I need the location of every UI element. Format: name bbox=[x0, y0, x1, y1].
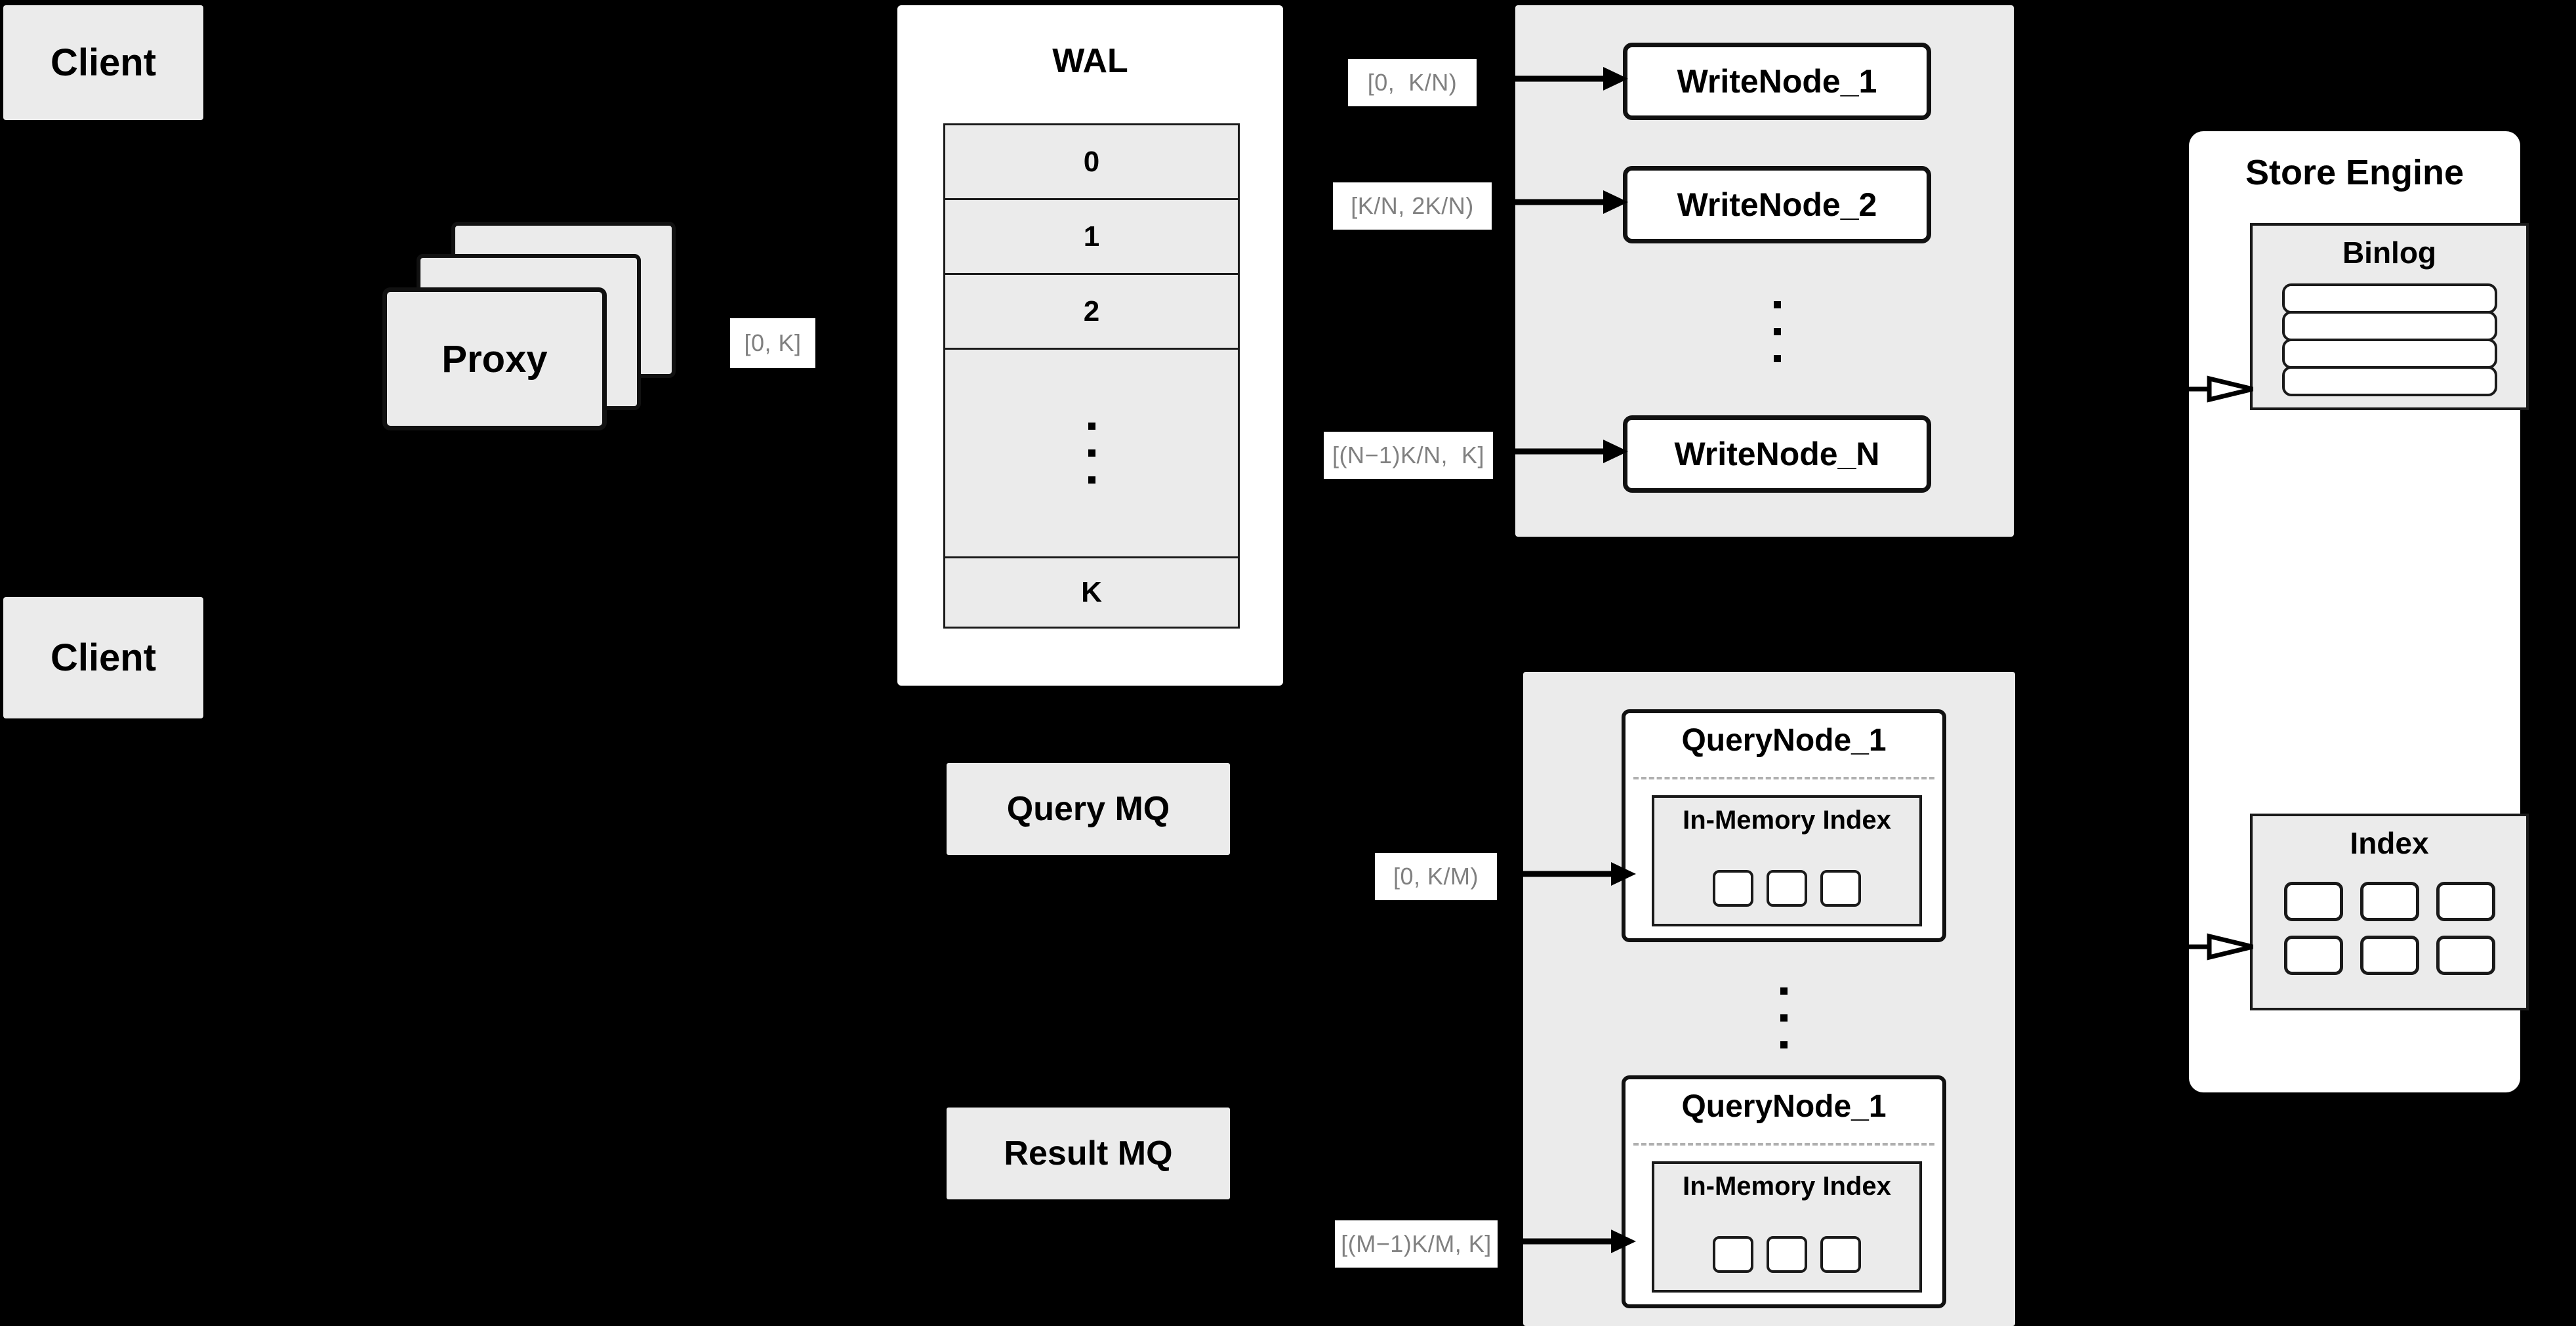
store-engine-panel: Store Engine Binlog Index bbox=[2189, 131, 2529, 1092]
result-mq-box[interactable]: Result MQ bbox=[947, 1108, 1230, 1199]
arrow-to-write-node-n bbox=[1498, 440, 1628, 463]
write-node-1[interactable]: WriteNode_1 bbox=[1623, 43, 1931, 120]
wal-table: 0 1 2 K bbox=[943, 123, 1240, 629]
query-node-1-in-memory-index: In-Memory Index bbox=[1652, 795, 1922, 926]
write-node-2-label: WriteNode_2 bbox=[1677, 186, 1877, 223]
index-cell[interactable] bbox=[2360, 882, 2419, 921]
index-grid-row bbox=[2283, 882, 2495, 921]
arrow-to-binlog bbox=[2171, 375, 2253, 403]
index-cell[interactable] bbox=[2436, 882, 2495, 921]
index-cell[interactable] bbox=[1820, 1236, 1861, 1273]
range-label-query-node-m: [(M−1)K/M, K] bbox=[1335, 1220, 1498, 1268]
query-mq-box[interactable]: Query MQ bbox=[947, 763, 1230, 855]
binlog-rows bbox=[2253, 283, 2526, 396]
range-label-write-node-2: [K/N, 2K/N) bbox=[1333, 182, 1492, 230]
write-node-n[interactable]: WriteNode_N bbox=[1623, 415, 1931, 493]
index-cell[interactable] bbox=[1713, 1236, 1753, 1273]
query-node-m-index-cells bbox=[1654, 1236, 1919, 1273]
client-label-1: Client bbox=[50, 41, 157, 84]
arrow-to-query-node-m bbox=[1506, 1230, 1636, 1253]
write-node-ellipsis bbox=[1623, 274, 1931, 389]
write-node-n-label: WriteNode_N bbox=[1674, 436, 1880, 472]
wal-row-0[interactable]: 0 bbox=[945, 125, 1238, 201]
write-node-1-label: WriteNode_1 bbox=[1677, 63, 1877, 100]
range-label-write-node-1: [0, K/N) bbox=[1348, 59, 1477, 106]
query-mq-label: Query MQ bbox=[1006, 790, 1170, 828]
query-node-1[interactable]: QueryNode_1 In-Memory Index bbox=[1622, 709, 1946, 942]
query-node-1-index-title: In-Memory Index bbox=[1683, 806, 1891, 835]
wal-row-ellipsis bbox=[945, 350, 1238, 558]
query-node-ellipsis bbox=[1622, 961, 1946, 1075]
index-title: Index bbox=[2350, 826, 2429, 860]
write-node-group-panel: WriteNode_1 WriteNode_2 WriteNode_N bbox=[1515, 5, 2014, 537]
arrow-to-index bbox=[2171, 933, 2253, 961]
binlog-row[interactable] bbox=[2281, 283, 2497, 314]
query-node-1-divider bbox=[1633, 777, 1934, 779]
write-node-2[interactable]: WriteNode_2 bbox=[1623, 166, 1931, 243]
arrow-to-write-node-1 bbox=[1498, 67, 1628, 91]
query-node-1-index-cells bbox=[1654, 870, 1919, 907]
binlog-row[interactable] bbox=[2281, 366, 2497, 396]
index-cell[interactable] bbox=[1713, 870, 1753, 907]
query-node-m-title: QueryNode_1 bbox=[1681, 1089, 1887, 1124]
index-panel: Index bbox=[2250, 814, 2529, 1010]
arrow-to-write-node-2 bbox=[1498, 190, 1628, 214]
range-label-query-node-1: [0, K/M) bbox=[1375, 853, 1497, 900]
client-label-2: Client bbox=[50, 636, 157, 679]
wal-row-1[interactable]: 1 bbox=[945, 200, 1238, 276]
proxy-box[interactable]: Proxy bbox=[382, 287, 607, 430]
index-cell[interactable] bbox=[1767, 1236, 1807, 1273]
index-cell[interactable] bbox=[2436, 936, 2495, 975]
query-node-m-index-title: In-Memory Index bbox=[1683, 1172, 1891, 1201]
arrow-to-query-node-1 bbox=[1506, 862, 1636, 886]
store-engine-title: Store Engine bbox=[2245, 153, 2464, 192]
index-cell[interactable] bbox=[1767, 870, 1807, 907]
proxy-label: Proxy bbox=[441, 337, 548, 381]
query-node-m-divider bbox=[1633, 1143, 1934, 1146]
wal-row-k[interactable]: K bbox=[945, 558, 1238, 627]
wal-title: WAL bbox=[1052, 42, 1128, 80]
binlog-title: Binlog bbox=[2342, 236, 2437, 270]
binlog-row[interactable] bbox=[2281, 311, 2497, 341]
index-cell[interactable] bbox=[2283, 882, 2343, 921]
client-box-2[interactable]: Client bbox=[3, 597, 203, 718]
client-box-1[interactable]: Client bbox=[3, 5, 203, 120]
index-grid-row bbox=[2283, 936, 2495, 975]
index-cell[interactable] bbox=[1820, 870, 1861, 907]
range-label-proxy-to-wal: [0, K] bbox=[730, 318, 815, 368]
result-mq-label: Result MQ bbox=[1004, 1134, 1173, 1172]
query-node-m-in-memory-index: In-Memory Index bbox=[1652, 1161, 1922, 1293]
query-node-group-panel: QueryNode_1 In-Memory Index QueryNode_1 bbox=[1523, 672, 2015, 1326]
index-cell[interactable] bbox=[2283, 936, 2343, 975]
wal-panel: WAL 0 1 2 K bbox=[897, 5, 1283, 686]
query-node-m[interactable]: QueryNode_1 In-Memory Index bbox=[1622, 1075, 1946, 1308]
range-label-write-node-n: [(N−1)K/N, K] bbox=[1324, 432, 1493, 479]
wal-row-2[interactable]: 2 bbox=[945, 275, 1238, 350]
index-grid bbox=[2253, 882, 2526, 975]
binlog-panel: Binlog bbox=[2250, 223, 2529, 410]
index-cell[interactable] bbox=[2360, 936, 2419, 975]
binlog-row[interactable] bbox=[2281, 339, 2497, 369]
query-node-1-title: QueryNode_1 bbox=[1681, 723, 1887, 758]
